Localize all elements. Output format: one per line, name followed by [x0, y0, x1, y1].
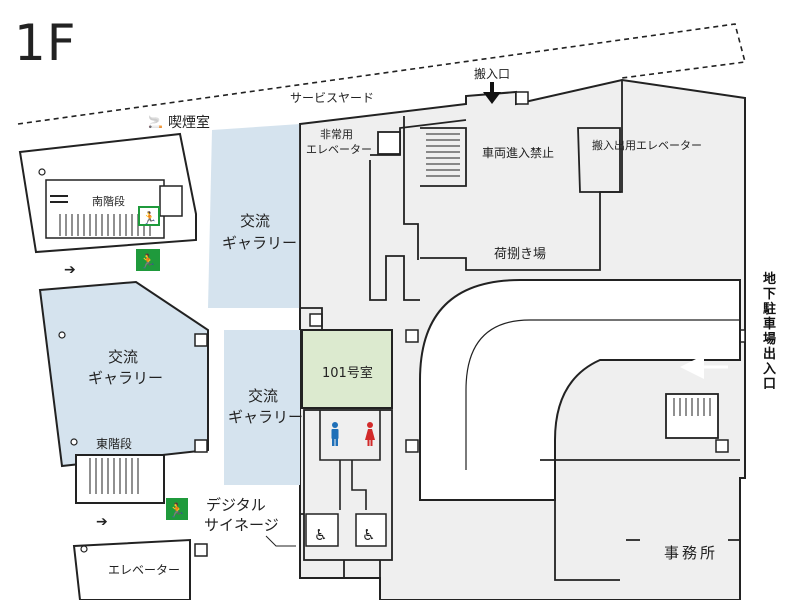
east-stairs-label: 東階段	[96, 436, 132, 451]
floor-label: 1F	[14, 14, 77, 72]
emergency-exit-icon-3: 🏃	[138, 206, 160, 226]
room-101	[301, 329, 393, 409]
unloading-area-label: 荷捌き場	[494, 246, 546, 262]
smoking-icon: 🚬	[148, 115, 163, 129]
emergency-elevator-label-1: 非常用	[320, 128, 353, 141]
male-restroom-icon	[331, 422, 339, 446]
room-101-label: 101号室	[322, 365, 373, 381]
gallery-center-label-1: 交流	[248, 387, 278, 405]
emergency-exit-icon: 🏃	[136, 249, 160, 271]
arrow-down-icon	[483, 82, 501, 104]
gallery-left	[38, 280, 209, 468]
gallery-center-label-2: ギャラリー	[228, 408, 303, 426]
service-yard-boundary	[17, 23, 747, 125]
parking-char: 出	[763, 346, 776, 362]
parking-char: 口	[763, 377, 776, 392]
gallery-left-label-2: ギャラリー	[88, 369, 163, 387]
gallery-top	[208, 124, 300, 308]
no-vehicle-entry-label: 車両進入禁止	[482, 146, 554, 160]
elevator-label: エレベーター	[108, 563, 180, 577]
driveway	[419, 279, 741, 501]
accessible-restroom-icon-alt: ♿	[362, 526, 375, 544]
south-stairs-label: 南階段	[92, 194, 125, 208]
parking-char: 入	[763, 362, 776, 377]
parking-char: 駐	[763, 301, 776, 317]
gallery-top-label-2: ギャラリー	[222, 234, 297, 252]
driveway-inner	[465, 319, 740, 470]
arrow-right-icon-2: ➔	[96, 514, 108, 530]
parking-char: 車	[763, 316, 776, 332]
emergency-elevator-label-2: エレベーター	[306, 143, 372, 156]
emergency-exit-icon-2: 🏃	[166, 498, 188, 520]
parking-char: 下	[763, 287, 776, 302]
inner-stairs	[426, 133, 460, 177]
gallery-center	[224, 330, 300, 485]
accessible-restroom-icon: ♿	[314, 526, 327, 544]
parking-char: 地	[763, 271, 776, 287]
office-label: 事務所	[664, 544, 718, 562]
parking-char: 場	[763, 331, 776, 347]
gallery-top-label-1: 交流	[240, 212, 270, 230]
smoking-room-label: 喫煙室	[168, 114, 210, 131]
elevator-hall	[72, 538, 191, 600]
digital-signage-label-2: サイネージ	[204, 516, 279, 534]
freight-elevator-label: 搬入出用エレベーター	[592, 138, 702, 152]
gallery-left-label-1: 交流	[108, 348, 138, 366]
stair-landing	[159, 185, 183, 217]
delivery-entrance-label: 搬入口	[474, 66, 510, 81]
interior-walls	[299, 80, 740, 581]
svg-text:🏃: 🏃	[142, 211, 157, 225]
arrow-right-icon: ➔	[64, 262, 76, 278]
female-restroom-icon	[365, 422, 375, 446]
parking-entrance-label: 地 下 駐 車 場 出 入 口	[763, 271, 776, 392]
digital-signage-label-1: デジタル	[206, 496, 266, 514]
svg-text:🏃: 🏃	[139, 253, 156, 270]
service-yard-label: サービスヤード	[290, 91, 374, 105]
svg-text:🏃: 🏃	[168, 502, 185, 519]
